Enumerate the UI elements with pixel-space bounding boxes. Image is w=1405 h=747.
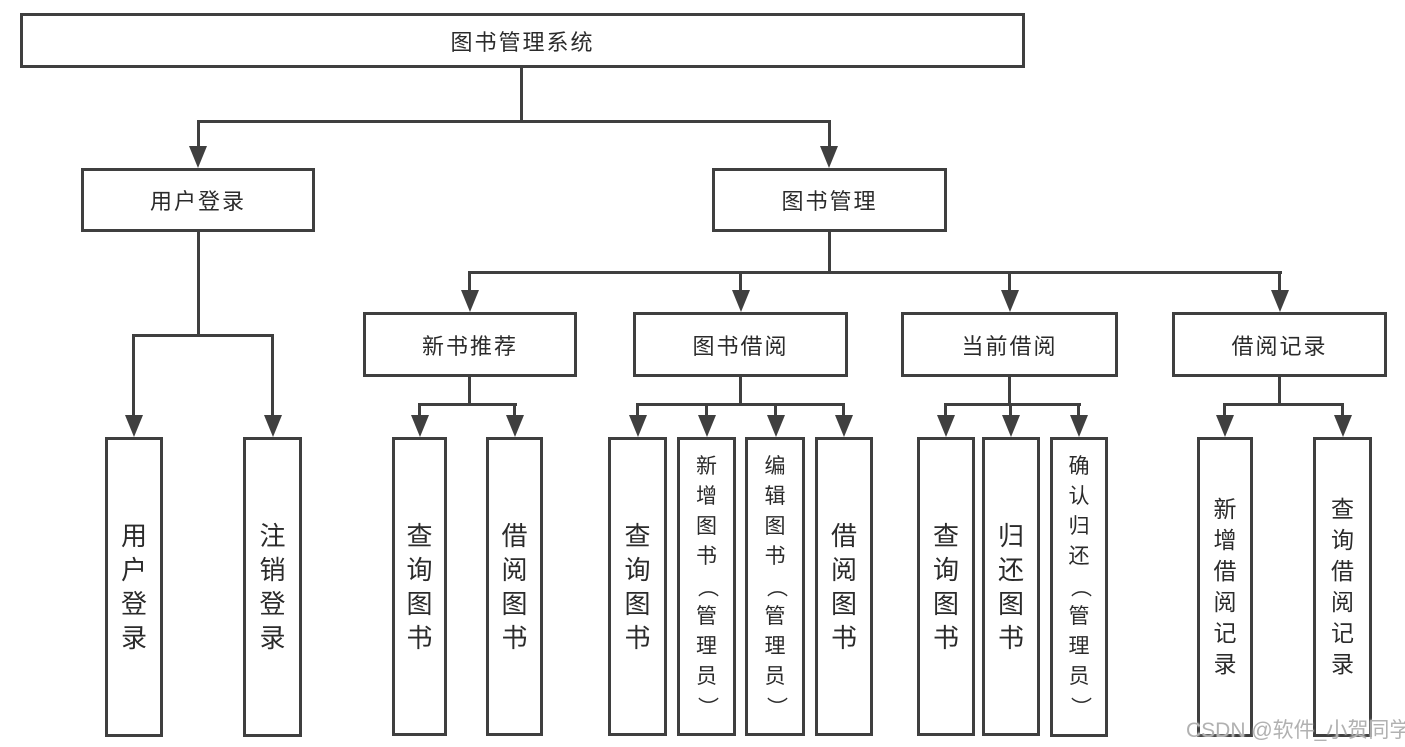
connector-drop-leaf (1341, 403, 1344, 417)
arrow-down-icon (1001, 290, 1019, 312)
connector-drop-leaf (271, 334, 274, 417)
connector-group-hbar (418, 403, 517, 406)
connector-drop-level3 (1008, 271, 1011, 292)
watermark: CSDN @软件_小贺同学 (1186, 719, 1405, 742)
connector-drop-leaf (1223, 403, 1226, 417)
connector-drop-leaf (1009, 403, 1012, 417)
arrow-down-icon (629, 415, 647, 437)
connector-group-stem (468, 377, 471, 406)
leaf-borrow-borrow-book: 借阅图书 (815, 437, 873, 736)
arrow-down-icon (506, 415, 524, 437)
leaf-logout: 注销登录 (243, 437, 302, 737)
arrow-down-icon (125, 415, 143, 437)
arrow-down-icon (264, 415, 282, 437)
node-new-book-recommend: 新书推荐 (363, 312, 577, 377)
connector-drop-user (197, 120, 200, 148)
leaf-borrow-edit-book-admin: 编辑图书（管理员） (745, 437, 805, 736)
connector-root-hbar (197, 120, 831, 123)
connector-drop-leaf (842, 403, 845, 417)
arrow-down-icon (732, 290, 750, 312)
arrow-down-icon (698, 415, 716, 437)
connector-book-stem (828, 232, 831, 273)
connector-drop-leaf (513, 403, 516, 417)
connector-group-hbar (636, 403, 845, 406)
connector-drop-level3 (1278, 271, 1281, 292)
leaf-current-confirm-return-admin: 确认归还（管理员） (1050, 437, 1108, 737)
connector-root-stem (520, 68, 523, 122)
arrow-down-icon (1271, 290, 1289, 312)
node-library-system: 图书管理系统 (20, 13, 1025, 68)
leaf-recommend-borrow-book: 借阅图书 (486, 437, 543, 736)
arrow-down-icon (411, 415, 429, 437)
arrow-down-icon (1002, 415, 1020, 437)
leaf-borrow-add-book-admin: 新增图书（管理员） (677, 437, 736, 736)
arrow-down-icon (1334, 415, 1352, 437)
leaf-record-add-record: 新增借阅记录 (1197, 437, 1253, 737)
connector-user-stem (197, 232, 200, 336)
connector-drop-leaf (636, 403, 639, 417)
connector-group-stem (739, 377, 742, 406)
connector-drop-level3 (468, 271, 471, 292)
connector-drop-leaf (774, 403, 777, 417)
connector-group-stem (1278, 377, 1281, 406)
leaf-current-return-book: 归还图书 (982, 437, 1040, 736)
leaf-recommend-query-book: 查询图书 (392, 437, 447, 736)
leaf-record-query-record: 查询借阅记录 (1313, 437, 1372, 737)
arrow-down-icon (835, 415, 853, 437)
connector-group-hbar (944, 403, 1081, 406)
arrow-down-icon (937, 415, 955, 437)
node-book-management: 图书管理 (712, 168, 947, 232)
arrow-down-icon (189, 146, 207, 168)
connector-drop-leaf (132, 334, 135, 417)
connector-drop-leaf (1077, 403, 1080, 417)
connector-drop-leaf (944, 403, 947, 417)
arrow-down-icon (1070, 415, 1088, 437)
connector-group-stem (1008, 377, 1011, 406)
node-current-borrow: 当前借阅 (901, 312, 1118, 377)
arrow-down-icon (1216, 415, 1234, 437)
connector-user-hbar (132, 334, 274, 337)
connector-drop-level3 (739, 271, 742, 292)
leaf-user-login: 用户登录 (105, 437, 163, 737)
arrow-down-icon (767, 415, 785, 437)
arrow-down-icon (461, 290, 479, 312)
node-user-login: 用户登录 (81, 168, 315, 232)
connector-group-hbar (1223, 403, 1344, 406)
connector-book-hbar (468, 271, 1282, 274)
node-borrow-records: 借阅记录 (1172, 312, 1387, 377)
connector-drop-leaf (418, 403, 421, 417)
node-book-borrow: 图书借阅 (633, 312, 848, 377)
arrow-down-icon (820, 146, 838, 168)
connector-drop-leaf (705, 403, 708, 417)
leaf-current-query-book: 查询图书 (917, 437, 975, 736)
leaf-borrow-query-book: 查询图书 (608, 437, 667, 736)
connector-drop-book (828, 120, 831, 148)
